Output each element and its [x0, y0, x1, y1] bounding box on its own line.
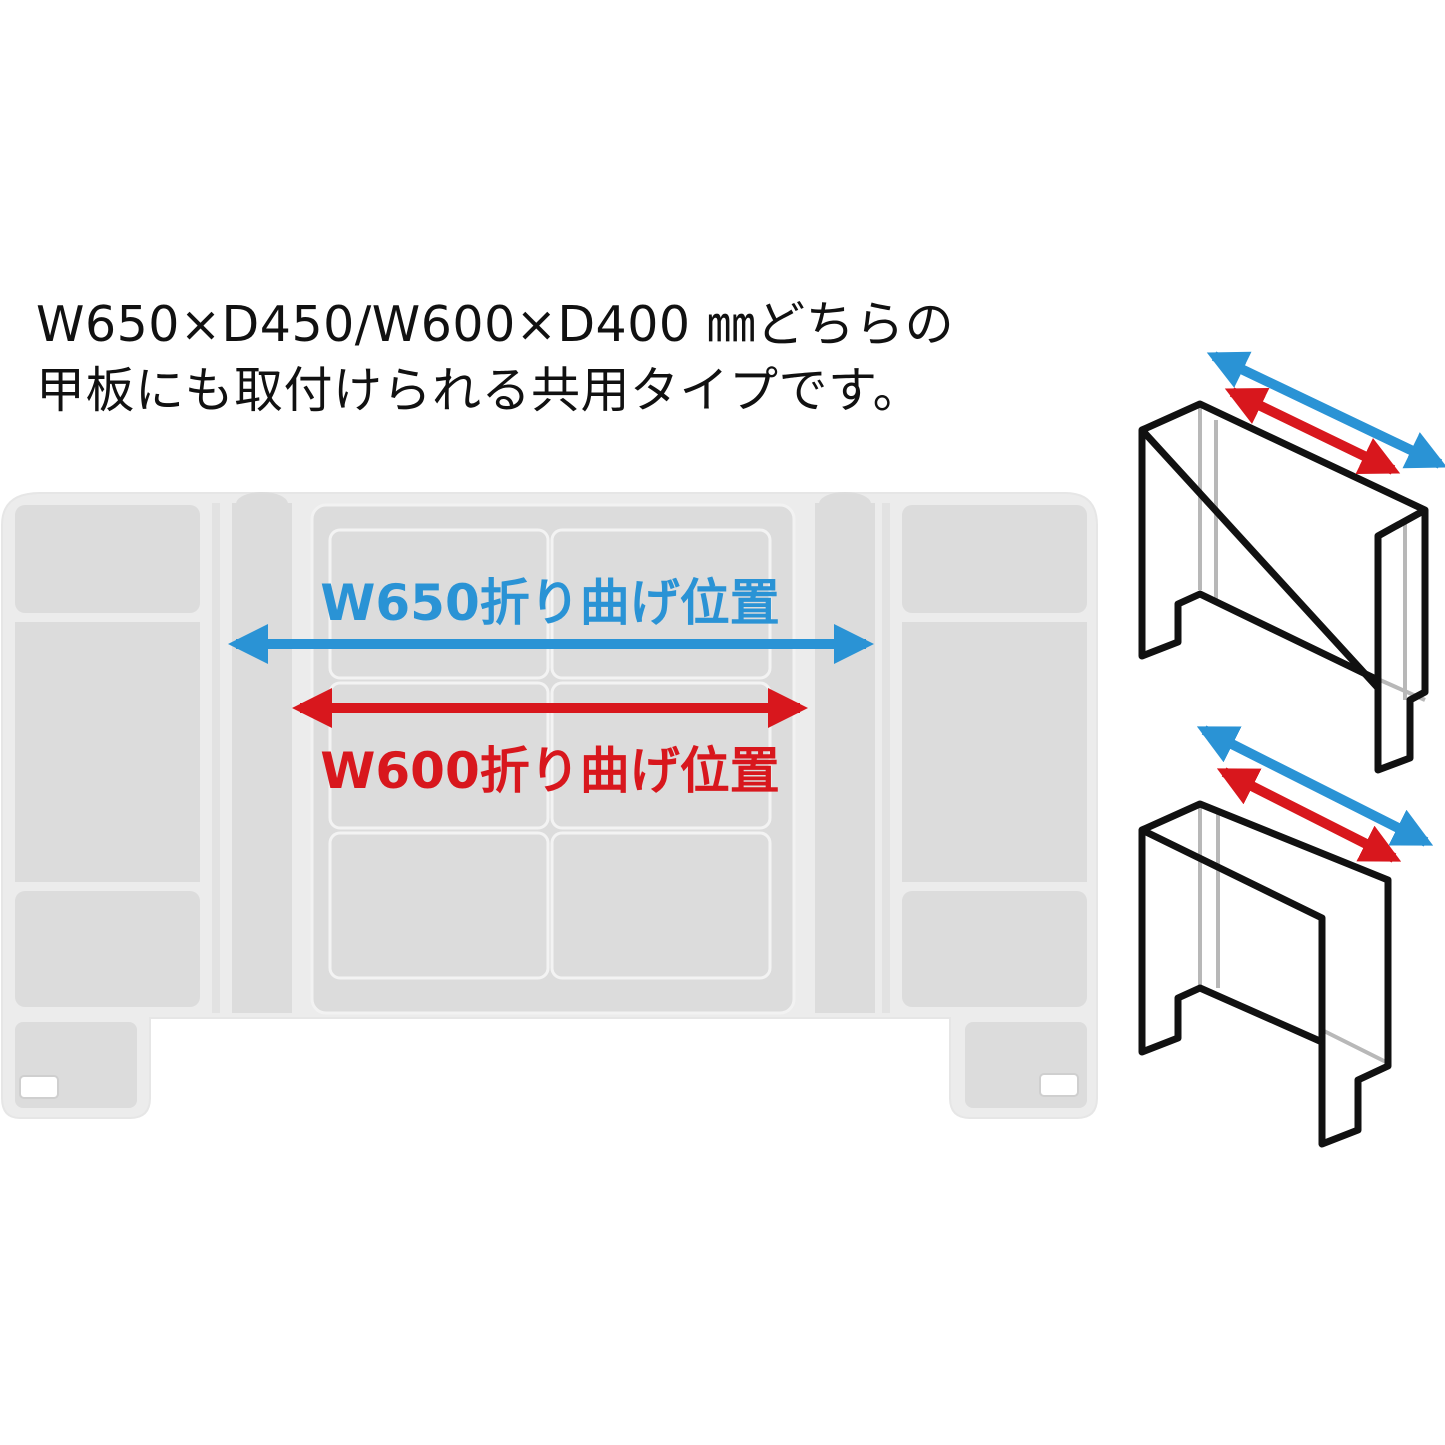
w600-marker: W600折り曲げ位置 — [292, 688, 808, 800]
w650-depth-arrow — [1206, 351, 1445, 469]
w650-inner-arrow — [1224, 387, 1401, 475]
heading-line-1: W650×D450/W600×D400 ㎜どちらの — [36, 296, 955, 353]
w600-inner-arrow — [1216, 767, 1402, 863]
desk-partition-w600-icon — [1138, 725, 1434, 1148]
desk-partition-w650-icon — [1138, 351, 1445, 774]
left-fold-strip — [212, 492, 292, 1013]
left-slot — [19, 1075, 59, 1099]
heading: W650×D450/W600×D400 ㎜どちらの 甲板にも取付けられる共用タイ… — [36, 292, 954, 424]
w600-label: W600折り曲げ位置 — [320, 742, 780, 800]
right-slot — [1039, 1073, 1079, 1097]
w650-marker: W650折り曲げ位置 — [228, 574, 874, 664]
w600-depth-arrow — [1196, 725, 1434, 847]
heading-line-2: 甲板にも取付けられる共用タイプです。 — [36, 362, 923, 419]
w650-label: W650折り曲げ位置 — [320, 574, 780, 632]
left-wing — [15, 505, 200, 1108]
right-fold-strip — [815, 492, 890, 1013]
right-wing — [902, 505, 1087, 1108]
